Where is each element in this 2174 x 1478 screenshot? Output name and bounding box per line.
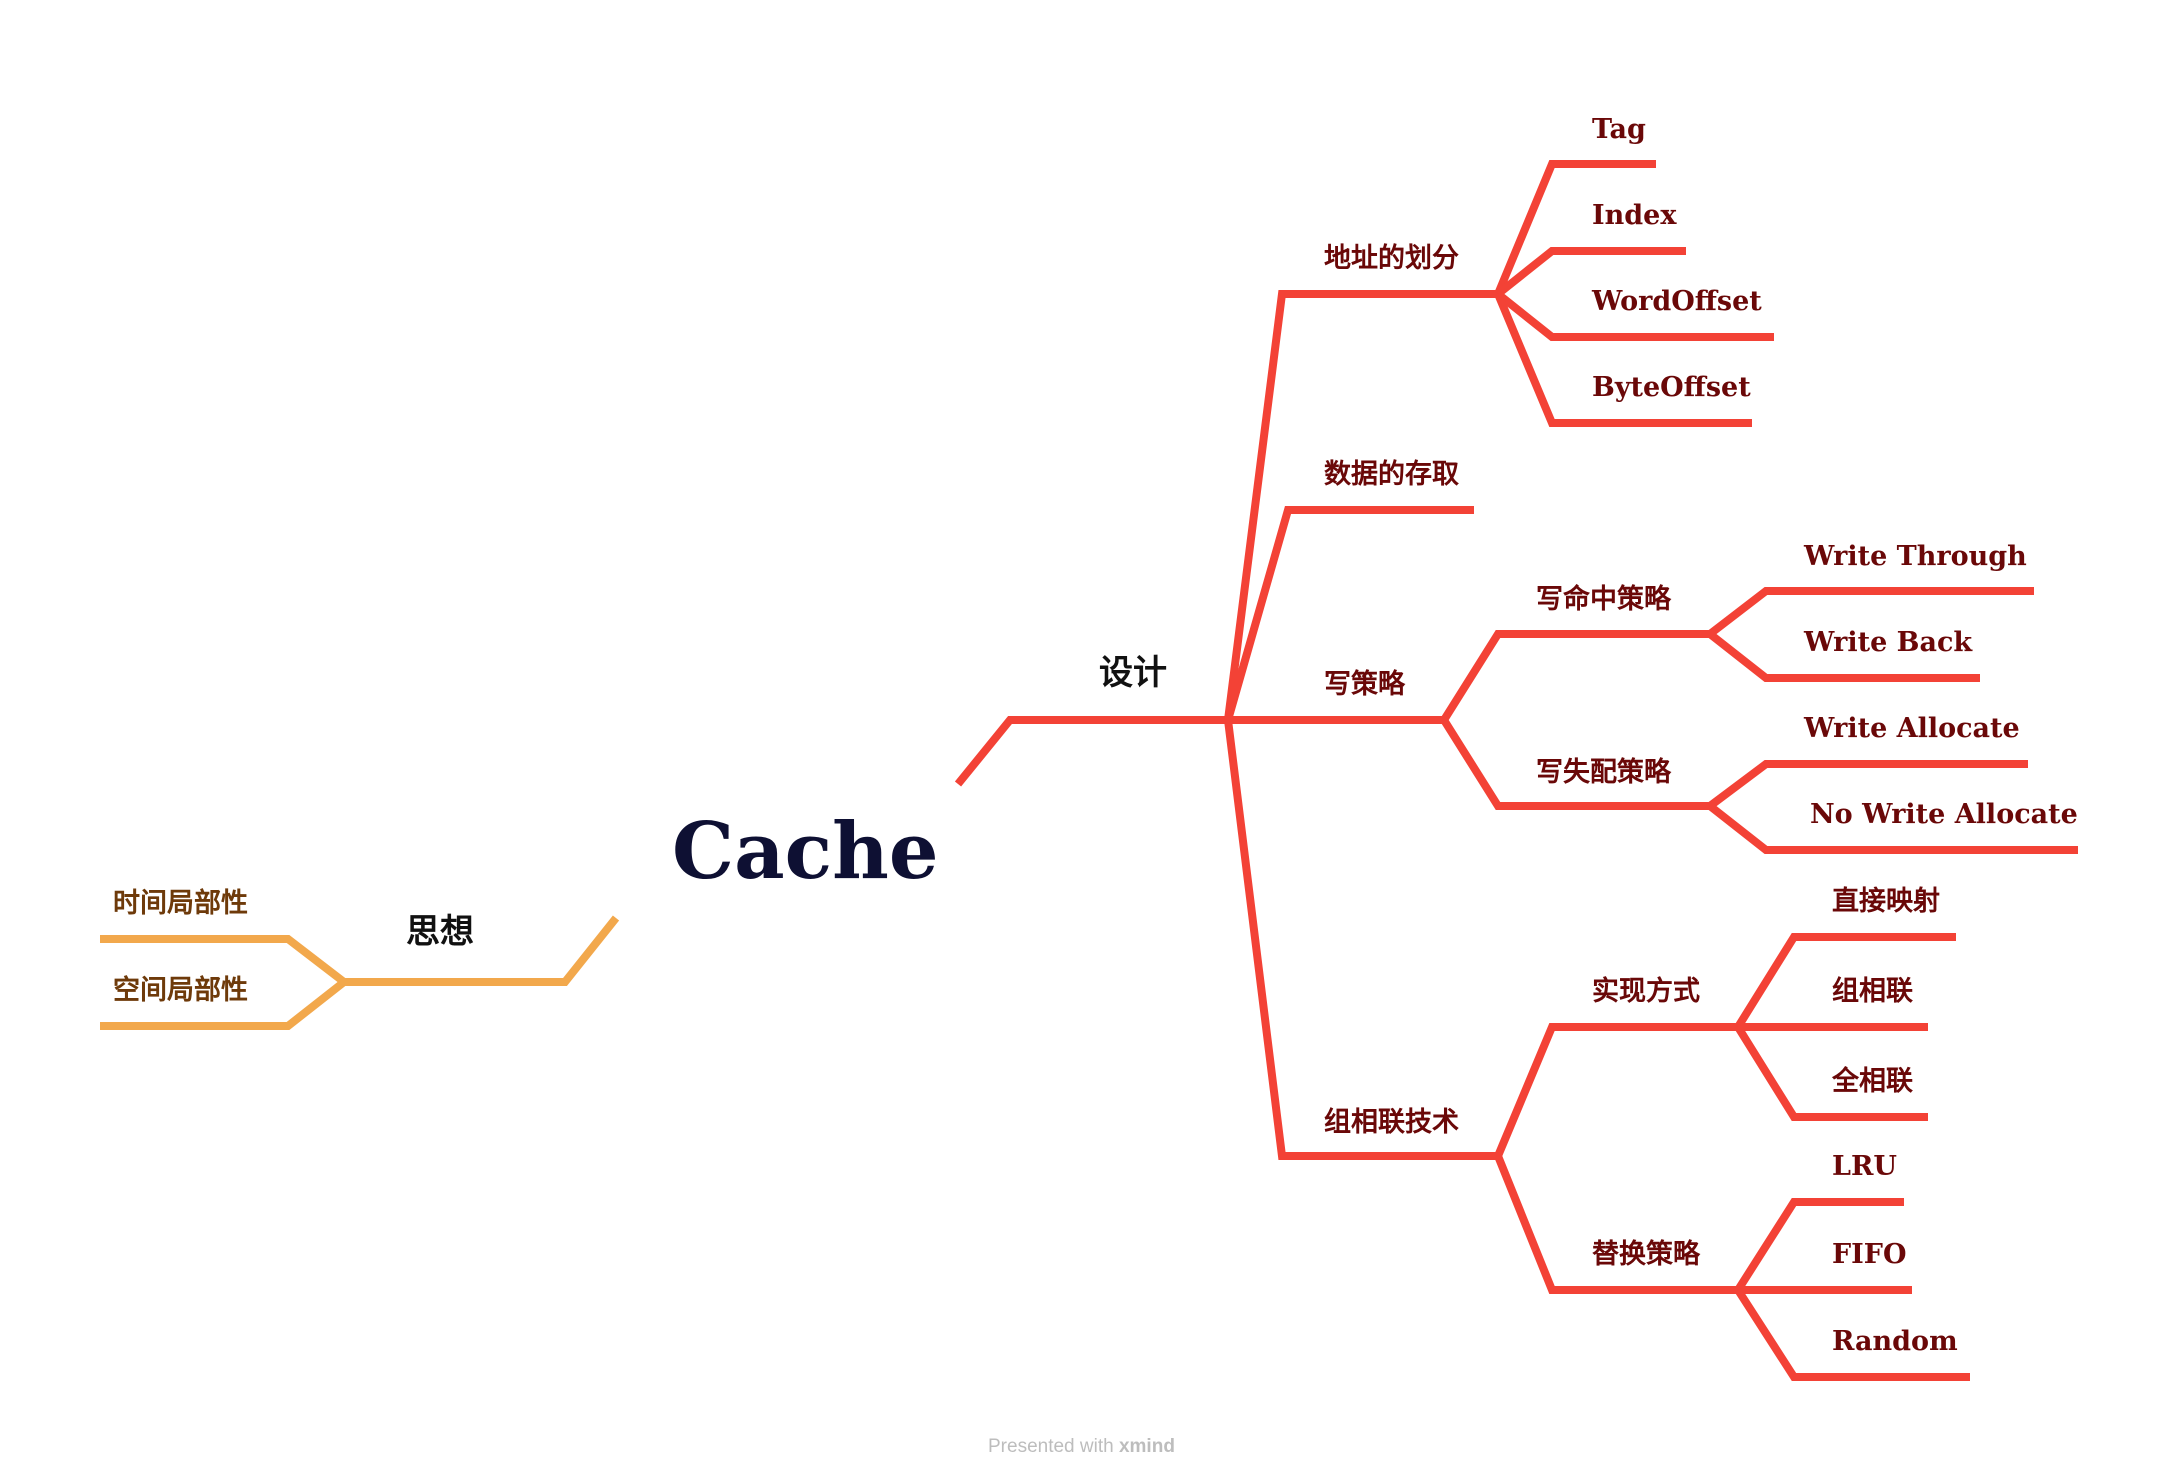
topic-address-split[interactable]: 地址的划分 (1324, 242, 1459, 274)
footer-prefix: Presented with (988, 1436, 1119, 1457)
topic-spatial-locality[interactable]: 空间局部性 (113, 974, 248, 1006)
topic-write-allocate[interactable]: Write Allocate (1803, 713, 2020, 744)
root-topic-cache[interactable]: Cache (672, 806, 938, 897)
topic-set-assoc[interactable]: 组相联技术 (1324, 1106, 1459, 1138)
connector-no-write-allocate (1707, 802, 2078, 854)
topic-no-write-allocate[interactable]: No Write Allocate (1810, 799, 2078, 830)
topic-wordoffset[interactable]: WordOffset (1591, 286, 1762, 317)
topic-write-policy[interactable]: 写策略 (1324, 668, 1406, 700)
xmind-logo-text: xmind (1119, 1436, 1175, 1457)
connector-write-miss (1440, 717, 1710, 810)
connector-data-access (1224, 506, 1474, 722)
topic-direct-mapped[interactable]: 直接映射 (1832, 886, 1940, 917)
connector-spatial-locality (100, 978, 347, 1030)
topic-idea[interactable]: 思想 (406, 912, 474, 952)
topic-fully-associative[interactable]: 全相联 (1831, 1065, 1913, 1097)
connector-random (1734, 1287, 1970, 1381)
connector-root-design (954, 716, 1228, 787)
connector-write-hit (1440, 630, 1710, 723)
topic-write-back[interactable]: Write Back (1803, 627, 1973, 658)
design-branch-lines (954, 160, 2078, 1381)
connector-write-back (1707, 630, 1980, 682)
topic-design[interactable]: 设计 (1099, 653, 1167, 693)
connector-temporal-locality (100, 935, 347, 986)
topic-tag[interactable]: Tag (1592, 114, 1646, 145)
topic-set-associative[interactable]: 组相联 (1832, 975, 1913, 1007)
connector-write-through (1707, 587, 2034, 638)
connector-direct-mapped (1734, 933, 1956, 1030)
footer-presented-with: Presented with xmind (988, 1436, 1175, 1457)
topic-write-through[interactable]: Write Through (1803, 541, 2027, 572)
topic-random[interactable]: Random (1832, 1326, 1958, 1357)
connector-wordoffset (1495, 290, 1774, 341)
topic-fifo[interactable]: FIFO (1832, 1239, 1907, 1270)
topic-write-hit[interactable]: 写命中策略 (1536, 583, 1672, 615)
connector-index (1495, 247, 1686, 298)
connector-tag (1494, 160, 1656, 296)
topic-implementation[interactable]: 实现方式 (1592, 975, 1700, 1007)
connector-byteoffset (1494, 292, 1752, 427)
topic-index[interactable]: Index (1592, 200, 1677, 231)
topic-replacement[interactable]: 替换策略 (1592, 1238, 1701, 1270)
topic-data-access[interactable]: 数据的存取 (1324, 458, 1459, 490)
connector-replacement (1494, 1154, 1738, 1294)
connector-write-allocate (1707, 760, 2028, 810)
connector-lru (1734, 1198, 1904, 1293)
topic-temporal-locality[interactable]: 时间局部性 (113, 887, 248, 919)
connector-root-idea (344, 915, 620, 986)
topic-byteoffset[interactable]: ByteOffset (1592, 372, 1751, 403)
topic-write-miss[interactable]: 写失配策略 (1536, 756, 1672, 788)
connector-implementation (1494, 1023, 1738, 1158)
connector-address-split (1224, 290, 1498, 721)
topic-lru[interactable]: LRU (1832, 1151, 1897, 1182)
connector-fully-associative (1734, 1024, 1928, 1121)
idea-branch-lines (100, 915, 620, 1030)
connector-set-assoc (1224, 719, 1498, 1160)
